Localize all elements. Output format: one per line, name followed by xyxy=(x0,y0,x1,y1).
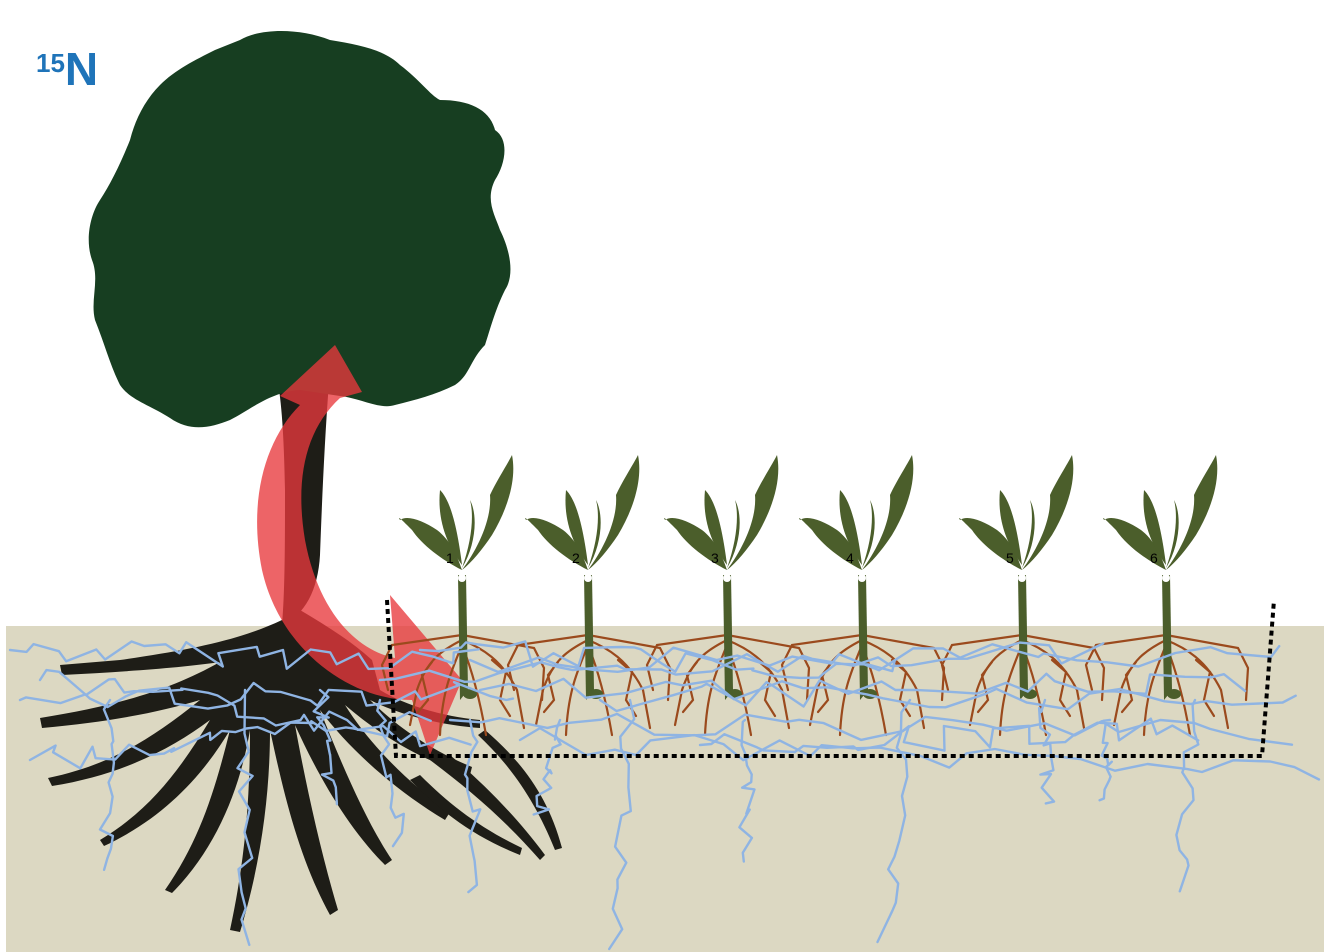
seedling-node xyxy=(723,574,731,582)
isotope-mass-number: 15 xyxy=(36,48,65,78)
seedling-node xyxy=(1162,574,1170,582)
seedling-leaves xyxy=(525,455,639,570)
isotope-label: 15N xyxy=(36,46,98,92)
tree-canopy xyxy=(89,31,511,427)
seedling-leaves xyxy=(664,455,778,570)
seedling-node xyxy=(858,574,866,582)
plant-label: 2 xyxy=(572,550,580,566)
isotope-symbol: N xyxy=(65,43,98,95)
plant-label: 1 xyxy=(446,550,454,566)
plant-label: 5 xyxy=(1006,550,1014,566)
seedling-leaves xyxy=(799,455,913,570)
plant-label: 4 xyxy=(846,550,854,566)
seedling-leaves xyxy=(1103,455,1217,570)
seedling-seed xyxy=(1167,689,1181,699)
plant-label: 6 xyxy=(1150,550,1158,566)
seedling-node xyxy=(458,574,466,582)
plant-label: 3 xyxy=(711,550,719,566)
seedling-node xyxy=(584,574,592,582)
seedling-leaves xyxy=(399,455,513,570)
seedling-node xyxy=(1018,574,1026,582)
seedling-leaves xyxy=(959,455,1073,570)
